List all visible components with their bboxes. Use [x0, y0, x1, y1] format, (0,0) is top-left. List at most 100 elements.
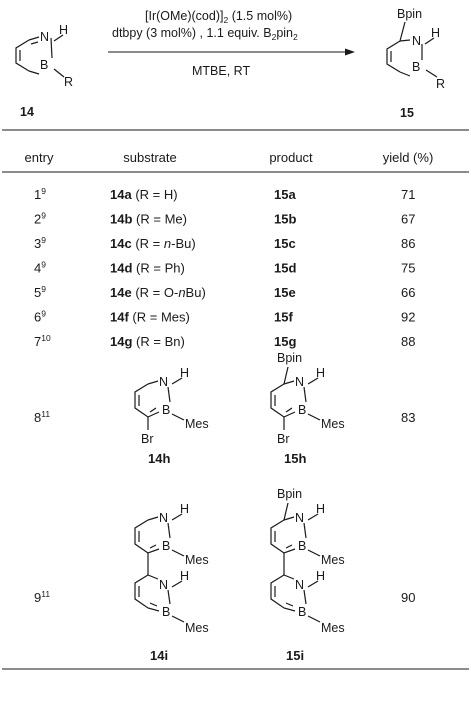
atom-h-label: H — [316, 569, 325, 583]
product-substituent-r: R — [436, 77, 445, 91]
atom-h-label: H — [180, 569, 189, 583]
entry-9-yield: 90 — [401, 590, 415, 605]
substrate-cell: 14d (R = Ph) — [110, 261, 185, 276]
entry-number: 39 — [34, 235, 46, 251]
atom-b-label: B — [162, 605, 170, 619]
yield-cell: 75 — [401, 261, 415, 276]
mes-label: Mes — [321, 621, 345, 635]
atom-n-label: N — [159, 578, 168, 592]
product-atom-h: H — [431, 26, 440, 40]
yield-cell: 67 — [401, 212, 415, 227]
table-rows: 19 14a (R = H) 15a 71 29 14b (R = Me) 15b 67 39 1… — [34, 186, 415, 349]
product-label: 15 — [400, 106, 414, 120]
atom-b-label: B — [298, 403, 306, 417]
atom-h-label: H — [316, 502, 325, 516]
atom-h-label: H — [180, 366, 189, 380]
yield-cell: 86 — [401, 236, 415, 251]
reactant-label: 14 — [20, 105, 34, 119]
substrate-cell: 14c (R = n-Bu) — [110, 236, 196, 251]
yield-cell: 71 — [401, 187, 415, 202]
table-row: 19 14a (R = H) 15a 71 — [34, 186, 415, 202]
conditions-line1: [Ir(OMe)(cod)]2 (1.5 mol%) — [145, 9, 292, 25]
atom-n-label: N — [295, 511, 304, 525]
entry-number: 59 — [34, 284, 46, 300]
br-label: Br — [277, 432, 290, 446]
entry-8-yield: 83 — [401, 410, 415, 425]
mes-label: Mes — [321, 553, 345, 567]
bpin-label: Bpin — [277, 351, 302, 365]
entry-9-number: 911 — [34, 589, 50, 605]
mes-label: Mes — [185, 621, 209, 635]
product-structure: Bpin N H B R — [386, 7, 445, 91]
product-cell: 15a — [274, 187, 296, 202]
atom-b: B — [40, 58, 48, 72]
product-atom-n: N — [412, 34, 421, 48]
header-substrate: substrate — [123, 150, 176, 165]
substrate-cell: 14b (R = Me) — [110, 212, 187, 227]
product-cell: 15d — [274, 261, 296, 276]
reactant-structure: N H B R — [15, 23, 73, 89]
results-table: entry substrate product yield (%) 19 14a … — [2, 129, 469, 670]
mes-label: Mes — [185, 417, 209, 431]
table-row: 59 14e (R = O-nBu) 15e 66 — [34, 284, 415, 300]
substrate-cell: 14e (R = O-nBu) — [110, 285, 206, 300]
substrate-14i-label: 14i — [150, 648, 168, 663]
product-cell: 15g — [274, 334, 296, 349]
table-row-entry-9: 911 N H B Mes — [34, 487, 415, 663]
br-label: Br — [141, 432, 154, 446]
product-atom-b: B — [412, 60, 420, 74]
atom-n: N — [40, 30, 49, 44]
table-row: 69 14f (R = Mes) 15f 92 — [34, 309, 415, 325]
atom-b-label: B — [298, 605, 306, 619]
product-15i-label: 15i — [286, 648, 304, 663]
table-row: 39 14c (R = n-Bu) 15c 86 — [34, 235, 415, 251]
atom-n-label: N — [295, 578, 304, 592]
reaction-scheme: N H B R 14 [Ir(OMe)(cod)]2 (1.5 mol%) dt… — [15, 7, 445, 120]
entry-number: 19 — [34, 186, 46, 202]
substrate-cell: 14a (R = H) — [110, 187, 178, 202]
conditions-line2: dtbpy (3 mol%) , 1.1 equiv. B2pin2 — [112, 26, 298, 42]
substrate-14h-label: 14h — [148, 451, 170, 466]
atom-h-label: H — [316, 366, 325, 380]
atom-n-label: N — [159, 511, 168, 525]
conditions-line3: MTBE, RT — [192, 64, 250, 78]
table-row-entry-8: 811 Mes N H B Mes Br 14h — [34, 351, 415, 466]
product-cell: 15b — [274, 212, 296, 227]
substrate-14h-structure: Mes N H B Mes Br — [134, 366, 209, 446]
product-15i-structure: Bpin N H B Mes — [270, 487, 345, 635]
atom-b-label: B — [298, 539, 306, 553]
product-cell: 15e — [274, 285, 296, 300]
mes-label: Mes — [321, 417, 345, 431]
bpin-label: Bpin — [277, 487, 302, 501]
yield-cell: 92 — [401, 310, 415, 325]
yield-cell: 66 — [401, 285, 415, 300]
product-15h-structure: Bpin N H B Mes Br — [270, 351, 345, 446]
atom-n-label: N — [295, 375, 304, 389]
substrate-cell: 14f (R = Mes) — [110, 310, 190, 325]
substituent-r: R — [64, 75, 73, 89]
table-row: 49 14d (R = Ph) 15d 75 — [34, 260, 415, 276]
yield-cell: 88 — [401, 334, 415, 349]
entry-number: 49 — [34, 260, 46, 276]
header-product: product — [269, 150, 313, 165]
product-cell: 15c — [274, 236, 296, 251]
table-row: 29 14b (R = Me) 15b 67 — [34, 211, 415, 227]
entry-number: 710 — [34, 333, 51, 349]
atom-b-label: B — [162, 539, 170, 553]
substrate-14i-structure: N H B Mes N H B Mes — [134, 502, 209, 635]
header-yield: yield (%) — [383, 150, 434, 165]
entry-number: 29 — [34, 211, 46, 227]
mes-label: Mes — [185, 553, 209, 567]
entry-8-number: 811 — [34, 409, 50, 425]
product-cell: 15f — [274, 310, 293, 325]
header-entry: entry — [25, 150, 54, 165]
atom-h: H — [59, 23, 68, 37]
product-bpin: Bpin — [397, 7, 422, 21]
atom-n-label: N — [159, 375, 168, 389]
arrow-head — [345, 48, 355, 56]
atom-b-label: B — [162, 403, 170, 417]
entry-number: 69 — [34, 309, 46, 325]
product-15h-label: 15h — [284, 451, 306, 466]
